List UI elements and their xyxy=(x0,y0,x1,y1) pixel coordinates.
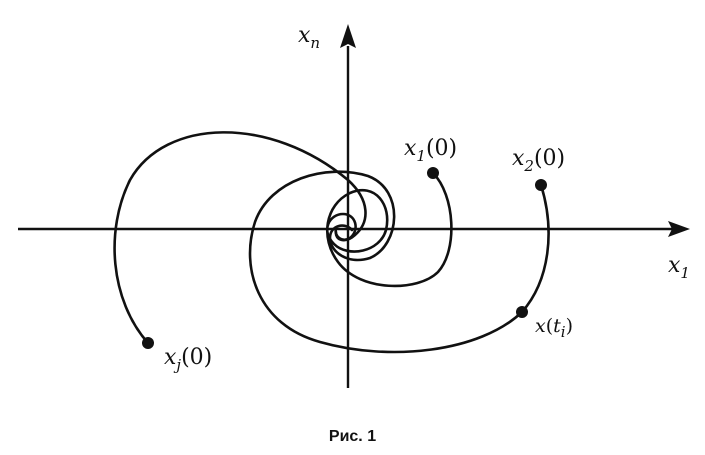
y-axis-label: xn xyxy=(298,23,320,52)
trajectory-x1 xyxy=(325,171,453,288)
x-axis-label: x1 xyxy=(668,253,690,282)
point-xj-0 xyxy=(142,337,154,349)
label-x-ti: x(ti) xyxy=(535,315,573,341)
label-x2-0: x2(0) xyxy=(512,146,565,175)
label-xj-0: xj(0) xyxy=(164,345,212,374)
point-x-ti xyxy=(516,306,528,318)
label-x1-0: x1(0) xyxy=(404,136,457,165)
trajectory-x2 xyxy=(248,170,550,354)
y-axis-arrowhead xyxy=(340,24,356,48)
point-x2-0 xyxy=(535,179,547,191)
trajectory-xj xyxy=(113,131,367,345)
point-x1-0 xyxy=(427,167,439,179)
x-axis-arrowhead xyxy=(668,221,690,237)
figure-caption: Рис. 1 xyxy=(328,428,377,445)
